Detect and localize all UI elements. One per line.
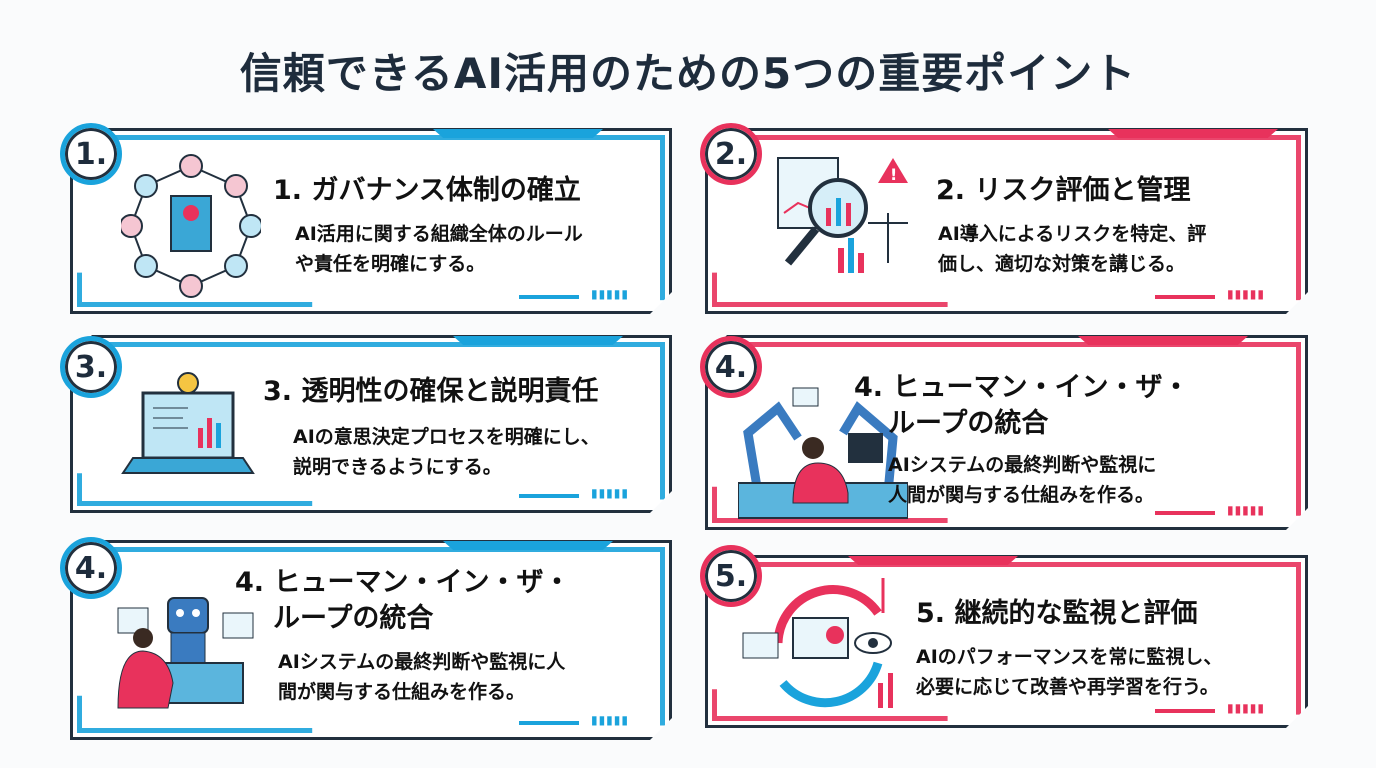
card-heading: 1. ガバナンス体制の確立 <box>273 175 581 206</box>
card-heading-line1: 4. ヒューマン・イン・ザ・ <box>235 567 571 598</box>
card-description-line1: AIシステムの最終判断や監視に <box>888 454 1157 476</box>
badge-number: 2. <box>700 123 762 185</box>
risk-analysis-icon: ! <box>748 153 928 283</box>
card-heading-line1: 4. ヒューマン・イン・ザ・ <box>854 372 1190 403</box>
card-heading-line2: ループの統合 <box>273 603 434 634</box>
badge-number: 4. <box>700 336 762 398</box>
card-continuous-monitoring: 5. 継続的な監視と評価 AIのパフォーマンスを常に監視し、 必要に応じて改善や… <box>705 555 1308 728</box>
governance-network-icon <box>121 151 261 301</box>
card-heading: 2. リスク評価と管理 <box>936 175 1191 206</box>
card-transparency: 3. 透明性の確保と説明責任 AIの意思決定プロセスを明確にし、 説明できるよう… <box>70 335 672 513</box>
robot-arms-operator-icon <box>738 383 908 523</box>
card-description-line1: AIの意思決定プロセスを明確にし、 <box>293 426 600 448</box>
card-description-line2: や責任を明確にする。 <box>295 253 486 275</box>
card-description-line1: AI導入によるリスクを特定、評 <box>938 223 1207 245</box>
page-title: 信頼できるAI活用のための5つの重要ポイント <box>239 49 1137 98</box>
card-description-line2: 必要に応じて改善や再学習を行う。 <box>916 676 1219 698</box>
card-description-line2: 人間が関与する仕組みを作る。 <box>888 484 1155 506</box>
laptop-lightbulb-icon <box>113 363 263 493</box>
card-description-line1: AIのパフォーマンスを常に監視し、 <box>916 646 1223 668</box>
badge-number: 5. <box>700 545 762 607</box>
card-human-in-the-loop: 4. ヒューマン・イン・ザ・ ループの統合 AIシステムの最終判断や監視に 人間… <box>705 335 1308 530</box>
card-description-line2: 説明できるようにする。 <box>293 456 502 478</box>
badge-number: 3. <box>60 336 122 398</box>
card-risk: ! 2. リスク評価と管理 AI導入によるリスクを特定、評 価し、適切な対策を講… <box>705 128 1308 314</box>
card-heading: 5. 継続的な監視と評価 <box>916 598 1198 629</box>
monitoring-cycle-icon <box>738 573 918 723</box>
card-heading-line2: ループの統合 <box>888 408 1049 439</box>
badge-number: 4. <box>60 537 122 599</box>
card-description-line1: AI活用に関する組織全体のルール <box>295 223 583 245</box>
card-governance: 1. ガバナンス体制の確立 AI活用に関する組織全体のルール や責任を明確にする… <box>70 128 672 314</box>
robot-operator-icon <box>113 583 263 723</box>
card-human-in-the-loop-2: 4. ヒューマン・イン・ザ・ ループの統合 AIシステムの最終判断や監視に人 間… <box>70 540 672 740</box>
card-description-line2: 間が関与する仕組みを作る。 <box>278 681 526 703</box>
card-description-line2: 価し、適切な対策を講じる。 <box>938 253 1186 275</box>
card-description-line1: AIシステムの最終判断や監視に人 <box>278 651 566 673</box>
svg-text:!: ! <box>890 165 897 184</box>
card-heading: 3. 透明性の確保と説明責任 <box>263 376 599 407</box>
badge-number: 1. <box>60 123 122 185</box>
